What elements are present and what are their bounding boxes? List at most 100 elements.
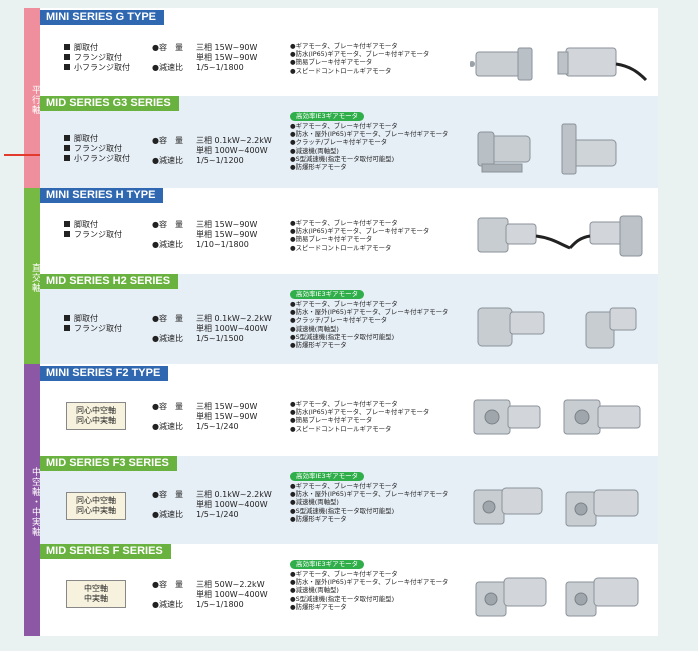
section-mid-h2-series: MID SERIES H2 SERIES 脚取付 フランジ取付 ●容 量三相 0… [40, 274, 658, 364]
mount-item: フランジ取付 [74, 53, 122, 62]
feature-item: ●スピードコントロールギアモータ [290, 243, 392, 252]
feature-item: ●防水・屋外(IP65)ギアモータ、ブレーキ付ギアモータ [290, 308, 449, 317]
feature-item: ●防水(IP65)ギアモータ、ブレーキ付ギアモータ [290, 227, 430, 236]
mount-item: フランジ取付 [74, 324, 122, 333]
section-title: MINI SERIES F2 TYPE [40, 366, 169, 381]
ratio-label: ●減速比 [152, 156, 183, 165]
section-title: MID SERIES F3 SERIES [40, 456, 177, 471]
section-title: MID SERIES H2 SERIES [40, 274, 179, 289]
feature-item: ●スピードコントロールギアモータ [290, 66, 392, 75]
capacity-label: ●容 量 [152, 580, 183, 589]
feature-item: ●防水(IP65)ギアモータ、ブレーキ付ギアモータ [290, 50, 430, 59]
feature-item: ●ギアモータ、ブレーキ付ギアモータ [290, 570, 398, 578]
gear-motor-image [477, 123, 617, 175]
ie3-badge: 高効率IE3ギアモータ [290, 560, 365, 569]
capacity-label: ●容 量 [152, 136, 183, 145]
ratio-label: ●減速比 [152, 600, 183, 609]
feature-item: ●防水・屋外(IP65)ギアモータ、ブレーキ付ギアモータ [290, 578, 449, 587]
section-title: MINI SERIES G TYPE [40, 10, 165, 25]
feature-item: ●減速機(両軸型) [290, 586, 339, 595]
gear-motor-image [477, 215, 643, 257]
feature-list: ●ギアモータ、ブレーキ付ギアモータ ●防水(IP65)ギアモータ、ブレーキ付ギア… [290, 219, 429, 252]
capacity-value: 単相 100W~400W [196, 324, 268, 333]
feature-list: 高効率IE3ギアモータ ●ギアモータ、ブレーキ付ギアモータ ●防水・屋外(IP6… [290, 472, 448, 523]
section-mid-f-series: MID SERIES F SERIES 中空軸 中実軸 ●容 量三相 50W~2… [40, 544, 658, 636]
ratio-value: 1/5~1/1800 [196, 600, 244, 609]
section-mid-g3-series: MID SERIES G3 SERIES 脚取付 フランジ取付 小フランジ取付 … [40, 96, 658, 188]
feature-item: ●防水・屋外(IP65)ギアモータ、ブレーキ付ギアモータ [290, 130, 449, 139]
feature-item: ●S型減速機(指定モータ取付可能型) [290, 332, 395, 341]
section-mini-h-type: MINI SERIES H TYPE 脚取付 フランジ取付 ●容 量三相 15W… [40, 188, 658, 274]
ratio-label: ●減速比 [152, 240, 183, 249]
capacity-value: 単相 100W~400W [196, 590, 268, 599]
section-mid-f3-series: MID SERIES F3 SERIES 同心中空軸 同心中実軸 ●容 量 三相 … [40, 456, 658, 544]
capacity-value: 三相 0.1kW~2.2kW [196, 490, 272, 499]
mounting-list: 脚取付 フランジ取付 [64, 220, 122, 240]
feature-list: ●ギアモータ、ブレーキ付ギアモータ ●防水(IP65)ギアモータ、ブレーキ付ギア… [290, 42, 429, 75]
feature-item: ●S型減速機(指定モータ取付可能型) [290, 506, 395, 515]
capacity-value: 三相 15W~90W [196, 43, 258, 52]
feature-item: ●防爆形ギアモータ [290, 514, 347, 523]
mount-item: 小フランジ取付 [74, 63, 130, 72]
gear-motor-image [477, 307, 637, 349]
capacity-value: 単相 15W~90W [196, 53, 258, 62]
feature-item: ●防爆形ギアモータ [290, 163, 347, 172]
feature-item: ●ギアモータ、ブレーキ付ギアモータ [290, 300, 398, 308]
feature-item: ●防水・屋外(IP65)ギアモータ、ブレーキ付ギアモータ [290, 490, 449, 499]
capacity-label: ●容 量 [152, 490, 183, 499]
gear-motor-image [473, 487, 639, 527]
section-title: MID SERIES F SERIES [40, 544, 171, 559]
mount-item: 同心中実軸 [76, 506, 116, 515]
gear-motor-image [470, 47, 648, 82]
capacity-value: 三相 0.1kW~2.2kW [196, 314, 272, 323]
feature-item: ●減速機(両軸型) [290, 324, 339, 333]
ie3-badge: 高効率IE3ギアモータ [290, 112, 365, 121]
capacity-label: ●容 量 [152, 314, 183, 323]
category-tab-right-angle-shaft: 直交軸 [24, 188, 40, 364]
capacity-value: 三相 0.1kW~2.2kW [196, 136, 272, 145]
ratio-label: ●減速比 [152, 334, 183, 343]
spec-block: ●容 量 三相 0.1kW~2.2kW 単相 100W~400W ●減速比 1/5~… [152, 490, 272, 520]
section-mini-f2-type: MINI SERIES F2 TYPE 同心中空軸 同心中実軸 ●容 量三相 1… [40, 366, 658, 452]
ratio-label: ●減速比 [152, 63, 183, 72]
ratio-label: ●減速比 [152, 510, 183, 519]
mount-item: 同心中空軸 [76, 496, 116, 505]
mount-item: 中空軸 [84, 584, 108, 593]
mounting-list: 脚取付 フランジ取付 小フランジ取付 [64, 43, 130, 73]
ratio-value: 1/5~1/240 [196, 510, 239, 519]
feature-item: ●減速機(両軸型) [290, 146, 339, 155]
feature-item: ●ギアモータ、ブレーキ付ギアモータ [290, 482, 398, 490]
capacity-label: ●容 量 [152, 43, 183, 52]
feature-item: ●クラッチ/ブレーキ付ギアモータ [290, 138, 388, 147]
capacity-value: 単相 15W~90W [196, 412, 258, 421]
feature-item: ●防爆形ギアモータ [290, 341, 347, 350]
capacity-value: 三相 15W~90W [196, 402, 258, 411]
feature-item: ●S型減速機(指定モータ取付可能型) [290, 154, 395, 163]
feature-list: 高効率IE3ギアモータ ●ギアモータ、ブレーキ付ギアモータ ●防水・屋外(IP6… [290, 112, 448, 171]
section-title: MID SERIES G3 SERIES [40, 96, 179, 111]
ratio-label: ●減速比 [152, 422, 183, 431]
shaft-type-box: 同心中空軸 同心中実軸 [66, 492, 126, 520]
feature-item: ●簡易ブレーキ付ギアモータ [290, 58, 373, 67]
mount-item: 小フランジ取付 [74, 154, 130, 163]
feature-item: ●ギアモータ、ブレーキ付ギアモータ [290, 122, 398, 130]
mount-item: フランジ取付 [74, 230, 122, 239]
feature-item: ●減速機(両軸型) [290, 498, 339, 507]
mount-item: 脚取付 [74, 220, 98, 229]
feature-list: 高効率IE3ギアモータ ●ギアモータ、ブレーキ付ギアモータ ●防水・屋外(IP6… [290, 560, 448, 611]
gear-motor-image [473, 399, 641, 435]
mount-item: 同心中空軸 [76, 406, 116, 415]
ratio-value: 1/5~1/1200 [196, 156, 244, 165]
capacity-value: 単相 100W~400W [196, 500, 268, 509]
spec-block: ●容 量 三相 15W~90W 単相 15W~90W ●減速比 1/5~1/1800 [152, 43, 257, 73]
section-title: MINI SERIES H TYPE [40, 188, 164, 203]
category-tab-hollow-solid-shaft: 中空軸・中実軸 [24, 364, 40, 636]
ratio-value: 1/10~1/1800 [196, 240, 249, 249]
feature-item: ●防爆形ギアモータ [290, 602, 347, 611]
feature-item: ●簡易ブレーキ付ギアモータ [290, 235, 373, 244]
section-mini-g-type: MINI SERIES G TYPE 脚取付 フランジ取付 小フランジ取付 ●容… [40, 10, 658, 96]
ratio-value: 1/5~1/1800 [196, 63, 244, 72]
